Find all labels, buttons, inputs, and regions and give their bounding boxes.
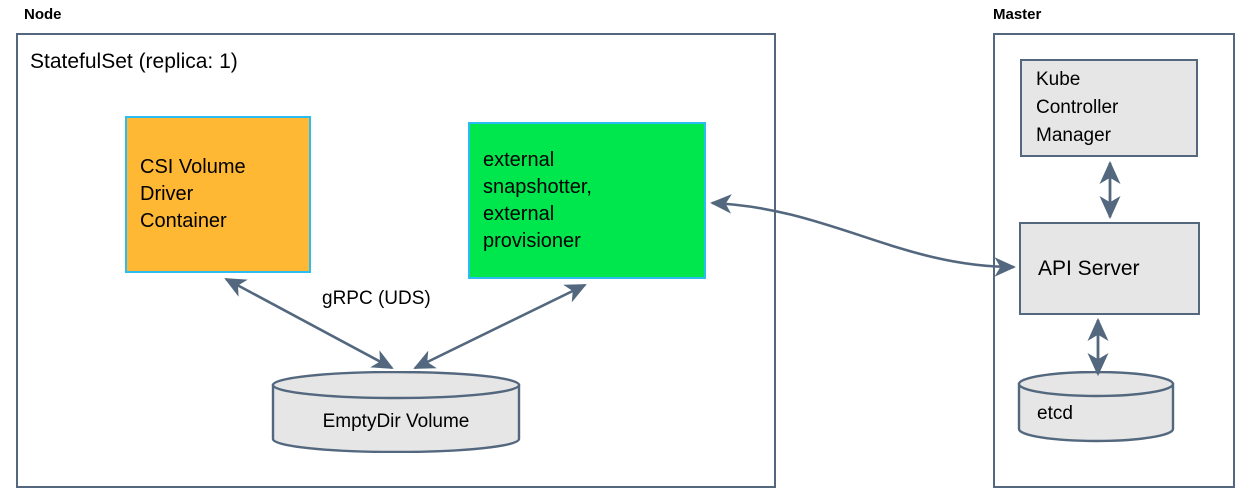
- etcd-cylinder[interactable]: etcd: [1017, 370, 1175, 443]
- emptydir-volume-shape: [271, 370, 521, 454]
- edge-driver-to-volume[interactable]: [224, 277, 394, 370]
- csi-volume-driver-container-label: CSI Volume Driver Container: [140, 156, 246, 232]
- external-snapshotter-provisioner-label: external snapshotter, external provision…: [483, 148, 592, 252]
- kube-controller-manager-label: Kube Controller Manager: [1036, 69, 1119, 146]
- emptydir-volume-cylinder[interactable]: EmptyDir Volume: [271, 370, 521, 454]
- etcd-shape: [1017, 370, 1175, 443]
- statefulset-title: StatefulSet (replica: 1): [30, 50, 238, 73]
- edge-snapshotter-to-volume[interactable]: [413, 283, 587, 370]
- grpc-uds-edge-label: gRPC (UDS): [322, 288, 431, 309]
- kube-controller-manager-box[interactable]: Kube Controller Manager: [1020, 59, 1198, 157]
- emptydir-volume-label: EmptyDir Volume: [322, 411, 470, 432]
- external-snapshotter-provisioner-box[interactable]: external snapshotter, external provision…: [468, 122, 706, 279]
- api-server-label: API Server: [1038, 257, 1140, 280]
- csi-volume-driver-container-box[interactable]: CSI Volume Driver Container: [125, 116, 311, 273]
- api-server-box[interactable]: API Server: [1019, 222, 1200, 315]
- edge-apiserver-to-snapshotter[interactable]: [710, 194, 1016, 277]
- node-group-label: Node: [24, 6, 62, 23]
- master-group-label: Master: [993, 6, 1042, 23]
- etcd-label: etcd: [1037, 403, 1073, 424]
